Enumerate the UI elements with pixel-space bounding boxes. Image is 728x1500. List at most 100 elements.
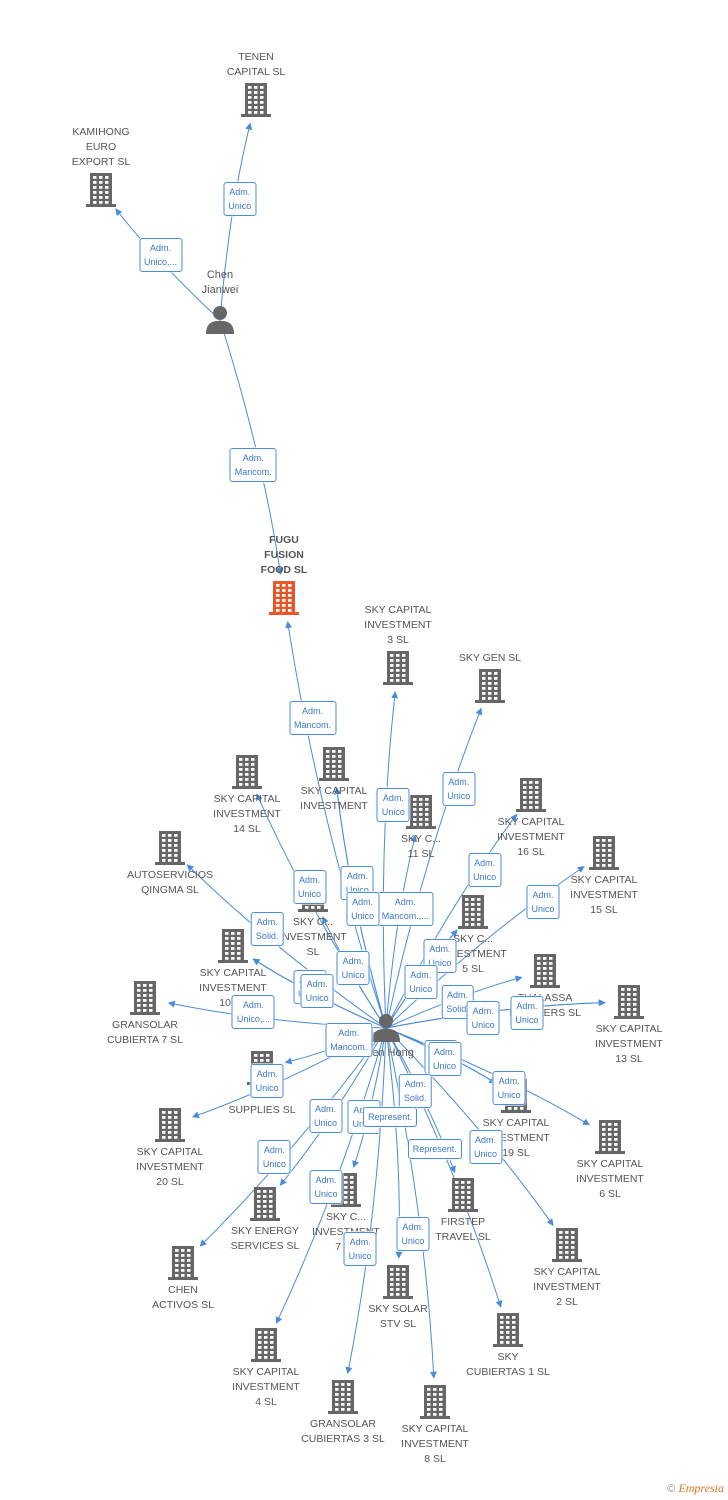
relation-edge [345,1027,387,1375]
building-icon[interactable] [86,173,116,207]
company-label[interactable]: SKY CAPITAL INVESTMENT 2 SL [533,1266,601,1308]
relation-label[interactable]: Adm. Unico [300,974,334,1009]
building-icon[interactable] [420,1385,450,1419]
building-icon[interactable] [530,954,560,988]
building-icon[interactable] [130,981,160,1015]
relation-label[interactable]: Represent. [363,1106,418,1127]
company-label[interactable]: KAMIHONG EURO EXPORT SL [71,126,131,168]
relation-label[interactable]: Represent. [407,1138,462,1159]
relation-label[interactable]: Adm. Unico [466,1000,500,1035]
relation-edge [385,1027,554,1226]
company-label[interactable]: GRANSOLAR CUBIERTA 7 SL [106,1019,184,1046]
footer-brand: © Empresia [667,1481,724,1496]
building-icon[interactable] [269,581,299,615]
relation-label[interactable]: Adm. Mancom.,... [376,892,434,927]
building-icon[interactable] [218,929,248,963]
building-icon[interactable] [251,1328,281,1362]
person-icon[interactable] [372,1014,400,1042]
copyright-symbol: © [667,1483,676,1495]
company-label[interactable]: SKY CAPITAL INVESTMENT 4 SL [232,1366,300,1408]
company-label[interactable]: SKY CAPITAL INVESTMENT 15 SL [570,874,638,916]
company-label[interactable]: SKY CAPITAL INVESTMENT 13 SL [595,1023,663,1065]
building-icon[interactable] [475,669,505,703]
building-icon[interactable] [383,1265,413,1299]
relation-label[interactable]: Adm. Unico [492,1070,526,1105]
building-icon[interactable] [589,836,619,870]
building-icon[interactable] [319,747,349,781]
person-label[interactable]: Chen Jianwei [201,269,239,296]
company-label[interactable]: SKY CAPITAL INVESTMENT 3 SL [364,604,432,646]
relation-label[interactable]: Adm. Unico [250,1064,284,1099]
company-label[interactable]: FIRSTEP TRAVEL SL [435,1216,491,1243]
relation-label[interactable]: Adm. Mancom. [289,701,337,736]
relation-label[interactable]: Adm. Unico [376,787,410,822]
building-icon[interactable] [250,1187,280,1221]
building-icon[interactable] [552,1228,582,1262]
relation-edge [385,707,483,1029]
relation-label[interactable]: Adm. Unico [442,771,476,806]
building-icon[interactable] [493,1313,523,1347]
company-label[interactable]: AUTOSERVICIOS QINGMA SL [127,869,213,896]
relation-label[interactable]: Adm. Unico [343,1232,377,1267]
building-icon[interactable] [232,755,262,789]
relation-label[interactable]: Adm. Unico [526,885,560,919]
relation-edge [385,834,418,1029]
building-icon[interactable] [328,1380,358,1414]
relation-edge [382,691,399,1029]
relation-label[interactable]: Adm. Unico,... [138,238,183,272]
relation-label[interactable]: Adm. Solid. [398,1074,432,1109]
relation-label[interactable]: Adm. Unico [257,1140,291,1175]
building-icon[interactable] [448,1178,478,1212]
building-icon[interactable] [595,1120,625,1154]
building-icon[interactable] [406,795,436,829]
relation-edge [385,1027,503,1308]
company-label[interactable]: SKY CAPITAL INVESTMENT 16 SL [497,816,565,858]
building-icon[interactable] [168,1246,198,1280]
relation-label[interactable]: Adm. Mancom. [229,447,277,482]
company-label[interactable]: TENEN CAPITAL SL [226,51,286,78]
company-label[interactable]: GRANSOLAR CUBIERTAS 3 SL [301,1418,385,1445]
company-label[interactable]: FUGU FUSION FOOD SL [260,534,308,576]
relation-label[interactable]: Adm. Unico [336,951,370,986]
relation-label[interactable]: Adm. Unico [223,182,257,216]
company-label[interactable]: SKY CAPITAL INVESTMENT 6 SL [576,1158,644,1200]
relation-edge [385,1027,437,1379]
relation-label[interactable]: Adm. Mancom. [325,1023,373,1057]
relation-label[interactable]: Adm. Unico [469,1130,503,1165]
relation-label[interactable]: Adm. Unico [293,870,327,905]
relation-label[interactable]: Adm. Unico [423,939,457,974]
person-icon[interactable] [206,306,234,334]
company-label[interactable]: SKY CUBIERTAS 1 SL [466,1351,550,1378]
building-icon[interactable] [614,985,644,1019]
relation-label[interactable]: Adm. Unico [309,1169,343,1204]
relation-label[interactable]: Adm. Unico [396,1216,430,1251]
building-icon[interactable] [516,778,546,812]
company-label[interactable]: SKY CAPITAL INVESTMENT 8 SL [401,1423,469,1465]
relation-label[interactable]: Adm. Unico [427,1041,462,1076]
building-icon[interactable] [383,651,413,685]
company-label[interactable]: SKY SOLAR STV SL [368,1303,428,1330]
relation-label[interactable]: Adm. Solid. [250,912,284,946]
relation-label[interactable]: Adm. Unico [308,1099,343,1133]
relation-label[interactable]: Adm. Unico,... [231,994,275,1029]
building-icon[interactable] [458,895,488,929]
company-label[interactable]: SKY C... 11 SL [400,833,442,860]
relation-label[interactable]: Adm. Unico [404,964,438,999]
company-label[interactable]: SKY C... INVESTMENT SL [279,916,347,958]
building-icon[interactable] [155,1108,185,1142]
relation-edge [385,866,585,1029]
building-icon[interactable] [241,83,271,117]
building-icon[interactable] [155,831,185,865]
relation-label[interactable]: Adm. Unico [510,995,544,1030]
relation-label[interactable]: Adm. Unico [346,892,380,927]
company-label[interactable]: SKY GEN SL [458,652,522,664]
company-label[interactable]: SKY CAPITAL INVESTMENT [300,785,368,812]
company-label[interactable]: CHEN ACTIVOS SL [152,1284,214,1311]
relation-edge [199,1027,387,1247]
company-label[interactable]: SKY CAPITAL INVESTMENT 20 SL [136,1146,204,1188]
company-label[interactable]: SKY CAPITAL INVESTMENT 14 SL [213,793,281,835]
relation-edge [385,999,606,1029]
company-label[interactable]: SKY ENERGY SERVICES SL [230,1225,300,1252]
relation-label[interactable]: Adm. Unico [468,852,502,887]
